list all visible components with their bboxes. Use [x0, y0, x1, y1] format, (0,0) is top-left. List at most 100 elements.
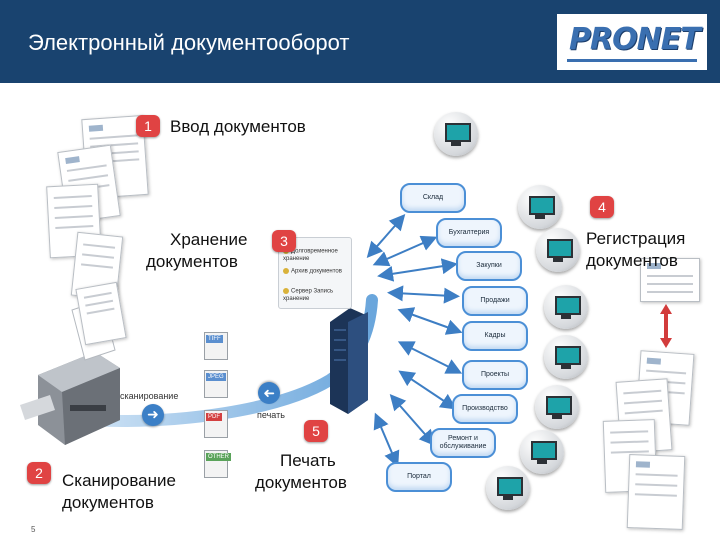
- doc-line: [80, 263, 114, 269]
- workstation-icon: [536, 228, 580, 272]
- doc-line: [647, 283, 693, 285]
- monitor-screen: [555, 346, 581, 365]
- monitor-stand: [451, 142, 461, 146]
- monitor-screen: [547, 239, 573, 258]
- doc-line: [623, 399, 663, 405]
- step-1-badge: 1: [136, 115, 160, 137]
- doc-header-block: [88, 124, 104, 132]
- file-type-label: JPEG: [206, 373, 226, 381]
- doc-line: [85, 299, 114, 307]
- file-type-label: PDF: [206, 413, 222, 421]
- storage-item-label: Долговременное хранение: [283, 248, 338, 262]
- doc-header-block: [647, 263, 661, 269]
- monitor-stand: [561, 365, 571, 369]
- monitor-screen: [555, 296, 581, 315]
- doc-line: [53, 195, 92, 200]
- workstation-icon: [544, 285, 588, 329]
- doc-line: [83, 291, 112, 299]
- step-5-badge: 5: [304, 420, 328, 442]
- doc-line: [610, 440, 649, 444]
- file-type-label: TIFF: [206, 335, 223, 343]
- dept-zakupki: Закупки: [456, 251, 522, 281]
- monitor-screen: [531, 441, 557, 460]
- monitor-screen: [497, 477, 523, 496]
- monitor-screen: [546, 396, 572, 415]
- step-1-label: Ввод документов: [170, 117, 306, 136]
- workstation-icon: [518, 185, 562, 229]
- doc-line: [610, 430, 649, 434]
- other-file-icon: OTHER: [204, 450, 231, 478]
- monitor-stand: [552, 415, 562, 419]
- monitor-stand: [503, 496, 513, 500]
- storage-item-label: Сервер Запись хранение: [283, 288, 334, 302]
- step-4-label-line1: Регистрация: [586, 229, 686, 248]
- doc-header-block: [65, 156, 80, 165]
- pronet-logo: PRONET: [557, 14, 707, 70]
- folder-icon: [283, 268, 289, 274]
- monitor-stand: [537, 460, 547, 464]
- doc-line: [635, 473, 678, 477]
- doc-line: [634, 493, 677, 497]
- doc-line: [86, 307, 115, 315]
- monitor-stand: [535, 215, 545, 219]
- doc-line: [66, 164, 107, 172]
- doc-header-block: [646, 357, 662, 365]
- workstation-icon: [544, 335, 588, 379]
- doc-line: [54, 205, 93, 210]
- scan-arrow-icon: ➜: [142, 404, 164, 426]
- doc-line: [647, 275, 693, 277]
- doc-line: [83, 243, 116, 249]
- step-2-badge: 2: [27, 462, 51, 484]
- step-2-label-line1: Сканирование: [62, 471, 176, 490]
- doc-line: [89, 134, 138, 140]
- dept-buhgalteriya: Бухгалтерия: [436, 218, 502, 248]
- storage-item: Сервер Запись хранение: [283, 288, 351, 303]
- doc-header-block: [635, 461, 651, 468]
- storage-item: Архив документов: [283, 268, 342, 276]
- print-flow-label: печать: [257, 410, 285, 420]
- scan-flow-label: сканирование: [120, 391, 179, 401]
- monitor-stand: [553, 258, 563, 262]
- monitor-screen: [445, 123, 471, 142]
- print-arrow-icon: ➜: [258, 382, 280, 404]
- page-title: Электронный документооборот: [28, 30, 350, 55]
- step-2-label-line2: документов: [62, 493, 154, 512]
- doc-line: [82, 253, 115, 259]
- step-4-badge: 4: [590, 196, 614, 218]
- dept-kadry: Кадры: [462, 321, 528, 351]
- dept-proekty: Проекты: [462, 360, 528, 390]
- page-number: 5: [31, 525, 36, 534]
- logo-underline: [567, 59, 697, 62]
- step-5-label-line2: документов: [255, 473, 347, 492]
- printed-document: [626, 454, 686, 530]
- doc-line: [624, 409, 663, 415]
- dept-arrows: [366, 213, 463, 468]
- tiff-file-icon: TIFF: [204, 332, 230, 360]
- doc-line: [647, 291, 693, 293]
- workstation-icon: [486, 466, 530, 510]
- dept-prodazhi: Продажи: [462, 286, 528, 316]
- dept-remont: Ремонт и обслуживание: [430, 428, 496, 458]
- logo-text: PRONET: [569, 22, 701, 57]
- folder-icon: [283, 288, 289, 294]
- step-3-badge: 3: [272, 230, 296, 252]
- file-type-label: OTHER: [206, 453, 231, 461]
- doc-line: [623, 389, 662, 395]
- workstation-icon: [535, 385, 579, 429]
- step-3-label-line1: Хранение: [170, 230, 248, 249]
- registration-arrow: [660, 304, 672, 348]
- doc-line: [646, 369, 687, 375]
- dept-portal: Портал: [386, 462, 452, 492]
- step-5-label-line1: Печать: [280, 451, 336, 470]
- server-tower: [330, 308, 368, 414]
- workstation-icon: [520, 430, 564, 474]
- pdf-file-icon: PDF: [204, 410, 230, 438]
- step-4-label-line2: документов: [586, 251, 678, 270]
- header-bar: Электронный документооборот PRONET: [0, 0, 720, 83]
- doc-line: [68, 174, 109, 182]
- dept-sklad: Склад: [400, 183, 466, 213]
- scan-flow-band: [79, 294, 378, 427]
- doc-line: [55, 224, 94, 229]
- workstation-icon: [434, 112, 478, 156]
- doc-line: [635, 483, 678, 487]
